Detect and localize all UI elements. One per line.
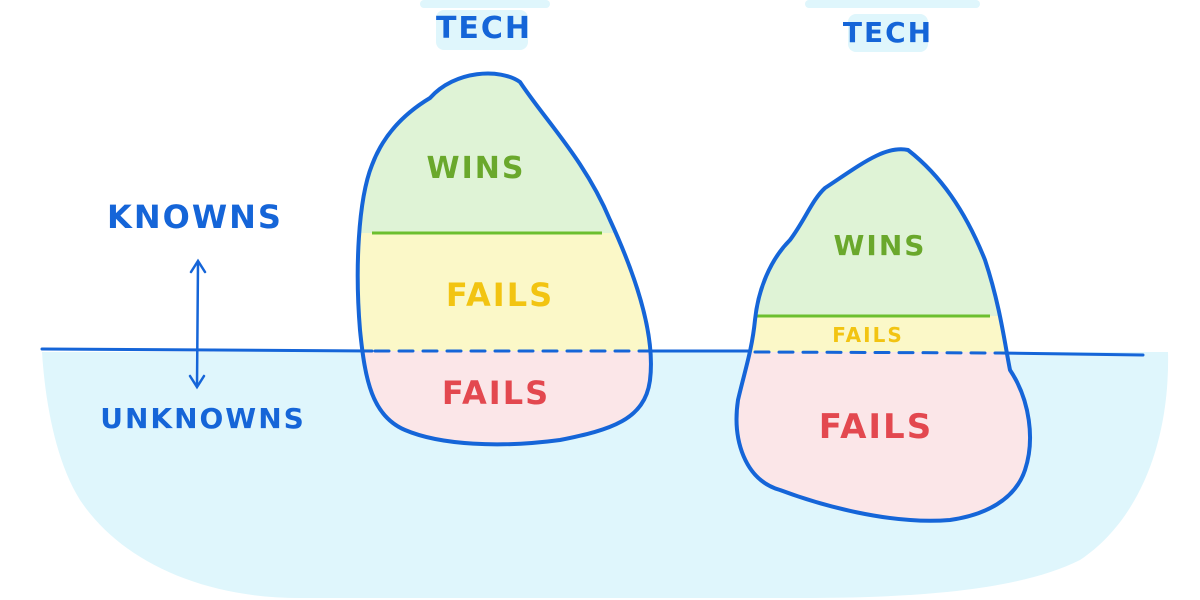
- right-heading-highlight: [848, 14, 928, 52]
- right-fails-above-region: [736, 316, 1030, 352]
- unknowns-label: UNKNOWNS: [100, 402, 306, 435]
- left-wins-label: WINS: [427, 151, 526, 186]
- right-iceberg-outline: [734, 147, 1032, 523]
- waterline-right: [998, 351, 1145, 357]
- left-fails-below-label: FAILS: [442, 374, 550, 412]
- knowns-unknowns-arrow: [188, 258, 207, 390]
- right-fails-above-label: FAILS: [832, 323, 903, 347]
- left-tech-heading: TECH: [436, 11, 532, 46]
- left-iceberg-outline: [355, 71, 653, 447]
- left-wins-region: [357, 73, 651, 233]
- left-heading-top-highlight: [420, 0, 550, 8]
- left-fails-above-label: FAILS: [446, 276, 554, 314]
- left-heading-highlight: [436, 10, 528, 50]
- right-wins-label: WINS: [834, 229, 927, 262]
- knowns-label: KNOWNS: [107, 198, 283, 236]
- right-heading-top-highlight: [805, 0, 980, 8]
- waterline-left: [40, 347, 374, 353]
- left-fails-above-region: [357, 233, 651, 351]
- right-tech-heading: TECH: [843, 16, 933, 49]
- right-wins-region: [736, 149, 1030, 316]
- right-fails-below-label: FAILS: [819, 407, 933, 447]
- waterline-dashed-right: [753, 350, 1002, 355]
